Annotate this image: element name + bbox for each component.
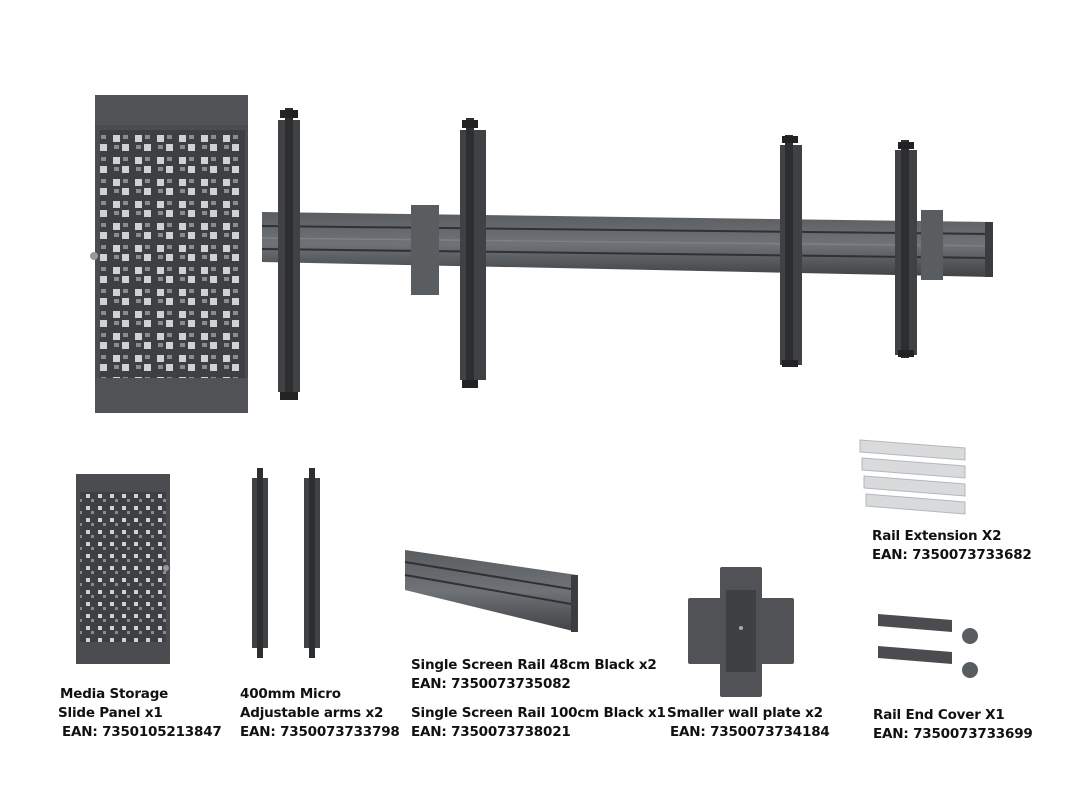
rail-extension-icon xyxy=(859,439,966,515)
assembled-rail-icon xyxy=(261,205,993,295)
media-storage-name-line1: Media Storage xyxy=(60,686,169,702)
rail-end-cover-ean: EAN: 7350073733699 xyxy=(873,726,1033,742)
rail-extension-ean: EAN: 7350073733682 xyxy=(872,547,1032,563)
assembled-arm-1-icon xyxy=(278,108,300,400)
micro-arms-ean: EAN: 7350073733798 xyxy=(240,724,400,740)
rail-end-cover-label: Rail End Cover X1 EAN: 7350073733699 xyxy=(873,706,1033,744)
wall-plate-ean: EAN: 7350073734184 xyxy=(670,724,830,740)
adjustable-arm-icon xyxy=(252,468,320,658)
assembled-arm-3-icon xyxy=(780,135,802,367)
screen-rail-icon xyxy=(404,550,578,632)
wall-plate-name: Smaller wall plate x2 xyxy=(667,705,823,721)
assembled-arm-4-icon xyxy=(895,140,917,358)
rail-extension-label: Rail Extension X2 EAN: 7350073733682 xyxy=(872,527,1032,565)
rail-48-label: Single Screen Rail 48cm Black x2 EAN: 73… xyxy=(411,656,657,694)
rail-100-ean: EAN: 7350073738021 xyxy=(411,724,571,740)
media-storage-panel-icon xyxy=(76,474,170,664)
micro-arms-label: 400mm Micro Adjustable arms x2 EAN: 7350… xyxy=(240,685,400,742)
wall-plate-label: Smaller wall plate x2 EAN: 7350073734184 xyxy=(667,704,830,742)
rail-end-cover-icon xyxy=(878,614,978,678)
rail-100-name: Single Screen Rail 100cm Black x1 xyxy=(411,705,666,721)
media-storage-label: Media Storage Slide Panel x1 EAN: 735010… xyxy=(58,685,222,742)
rail-48-name: Single Screen Rail 48cm Black x2 xyxy=(411,657,657,673)
micro-arms-name-line2: Adjustable arms x2 xyxy=(240,705,384,721)
wall-plate-icon xyxy=(688,567,794,697)
rail-extension-name: Rail Extension X2 xyxy=(872,528,1002,544)
rail-end-cover-name: Rail End Cover X1 xyxy=(873,707,1005,723)
assembled-media-storage-panel-icon xyxy=(90,95,248,413)
media-storage-ean: EAN: 7350105213847 xyxy=(62,724,222,740)
rail-48-ean: EAN: 7350073735082 xyxy=(411,676,571,692)
rail-100-label: Single Screen Rail 100cm Black x1 EAN: 7… xyxy=(411,704,666,742)
assembled-arm-2-icon xyxy=(460,118,486,388)
micro-arms-name-line1: 400mm Micro xyxy=(240,686,341,702)
media-storage-name-line2: Slide Panel x1 xyxy=(58,705,163,721)
